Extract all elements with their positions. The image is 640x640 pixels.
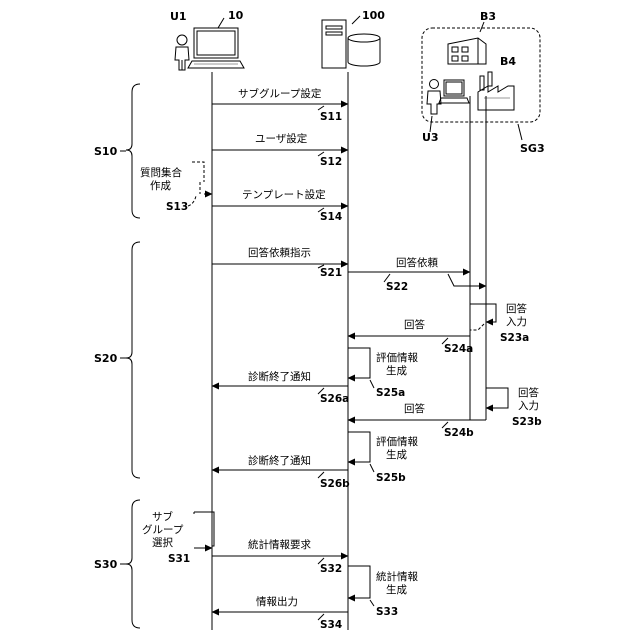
actor-sg3-label: SG3 — [520, 142, 545, 155]
step-s12: S12 — [320, 156, 342, 168]
phase-s10-label: S10 — [94, 145, 118, 158]
office-building-icon — [448, 38, 486, 64]
user-u3-icon — [427, 80, 441, 115]
self-s31-line2: グループ — [142, 523, 184, 536]
phase-s30-brace — [126, 500, 140, 628]
step-s24b: S24b — [444, 427, 474, 439]
self-s25b-line2: 生成 — [386, 448, 407, 461]
step-s26a: S26a — [320, 393, 349, 405]
msg-s11-label: サブグループ設定 — [238, 87, 322, 100]
step-s32: S32 — [320, 563, 342, 575]
step-s23a: S23a — [500, 332, 529, 344]
actor-b4-label: B4 — [500, 55, 516, 68]
self-s33-loop — [348, 566, 370, 598]
step-s23b: S23b — [512, 416, 542, 428]
self-s25a-line1: 評価情報 — [376, 351, 418, 364]
self-s25a-line2: 生成 — [386, 364, 407, 377]
actor-terminal-label: 10 — [228, 9, 244, 22]
u3-computer-icon — [439, 80, 469, 103]
step-s34: S34 — [320, 619, 342, 631]
msg-s14-label: テンプレート設定 — [242, 188, 326, 201]
self-s25a-loop — [348, 348, 370, 378]
phase-s30-label: S30 — [94, 558, 118, 571]
msg-s34-label: 情報出力 — [256, 595, 298, 608]
self-s23b-line1: 回答 — [518, 386, 539, 399]
self-s31-line3: 選択 — [152, 536, 173, 549]
step-s25b: S25b — [376, 472, 406, 484]
self-s23b-line2: 入力 — [518, 399, 539, 412]
step-s11: S11 — [320, 111, 342, 123]
phase-s10-brace — [126, 84, 140, 218]
actor-server-label: 100 — [362, 9, 385, 22]
step-s31: S31 — [168, 553, 190, 565]
step-s24a: S24a — [444, 343, 473, 355]
actor-u3-label: U3 — [422, 131, 439, 144]
phase-s20-label: S20 — [94, 352, 118, 365]
self-s23a-line1: 回答 — [506, 302, 527, 315]
msg-s26a-label: 診断終了通知 — [248, 370, 311, 383]
step-s21: S21 — [320, 267, 342, 279]
self-s13-loop — [192, 162, 204, 182]
step-s13: S13 — [166, 201, 188, 213]
self-s33-line1: 統計情報 — [376, 570, 418, 583]
actor-b3-label: B3 — [480, 10, 496, 23]
user-u1-icon — [175, 35, 189, 70]
self-s23a-loop — [470, 304, 496, 322]
terminal-computer-icon — [188, 28, 244, 68]
msg-s32-label: 統計情報要求 — [248, 538, 311, 551]
subgroup-sg3-boundary — [422, 28, 540, 122]
self-s13-line2: 作成 — [150, 180, 171, 192]
step-s14: S14 — [320, 211, 342, 223]
msg-s12-label: ユーザ設定 — [255, 132, 308, 145]
msg-s26b-label: 診断終了通知 — [248, 454, 311, 467]
self-s23b-loop — [486, 388, 508, 408]
msg-s24b-label: 回答 — [404, 402, 425, 415]
step-s25a: S25a — [376, 387, 405, 399]
actor-u1-label: U1 — [170, 10, 187, 23]
msg-s22-label: 回答依頼 — [396, 256, 438, 269]
step-s22: S22 — [386, 281, 408, 293]
self-s13-line1: 質問集合 — [140, 166, 182, 179]
factory-icon — [478, 72, 514, 110]
msg-s24a-label: 回答 — [404, 318, 425, 331]
msg-s21-label: 回答依頼指示 — [248, 246, 311, 259]
arrow-s22-relay — [448, 274, 486, 286]
self-s25b-line1: 評価情報 — [376, 435, 418, 448]
step-s33: S33 — [376, 606, 398, 618]
step-s26b: S26b — [320, 478, 350, 490]
self-s31-line1: サブ — [152, 510, 173, 523]
self-s23a-line2: 入力 — [506, 315, 527, 328]
server-icon — [322, 20, 380, 68]
self-s25b-loop — [348, 432, 370, 462]
phase-s20-brace — [126, 242, 140, 478]
self-s33-line2: 生成 — [386, 583, 407, 596]
